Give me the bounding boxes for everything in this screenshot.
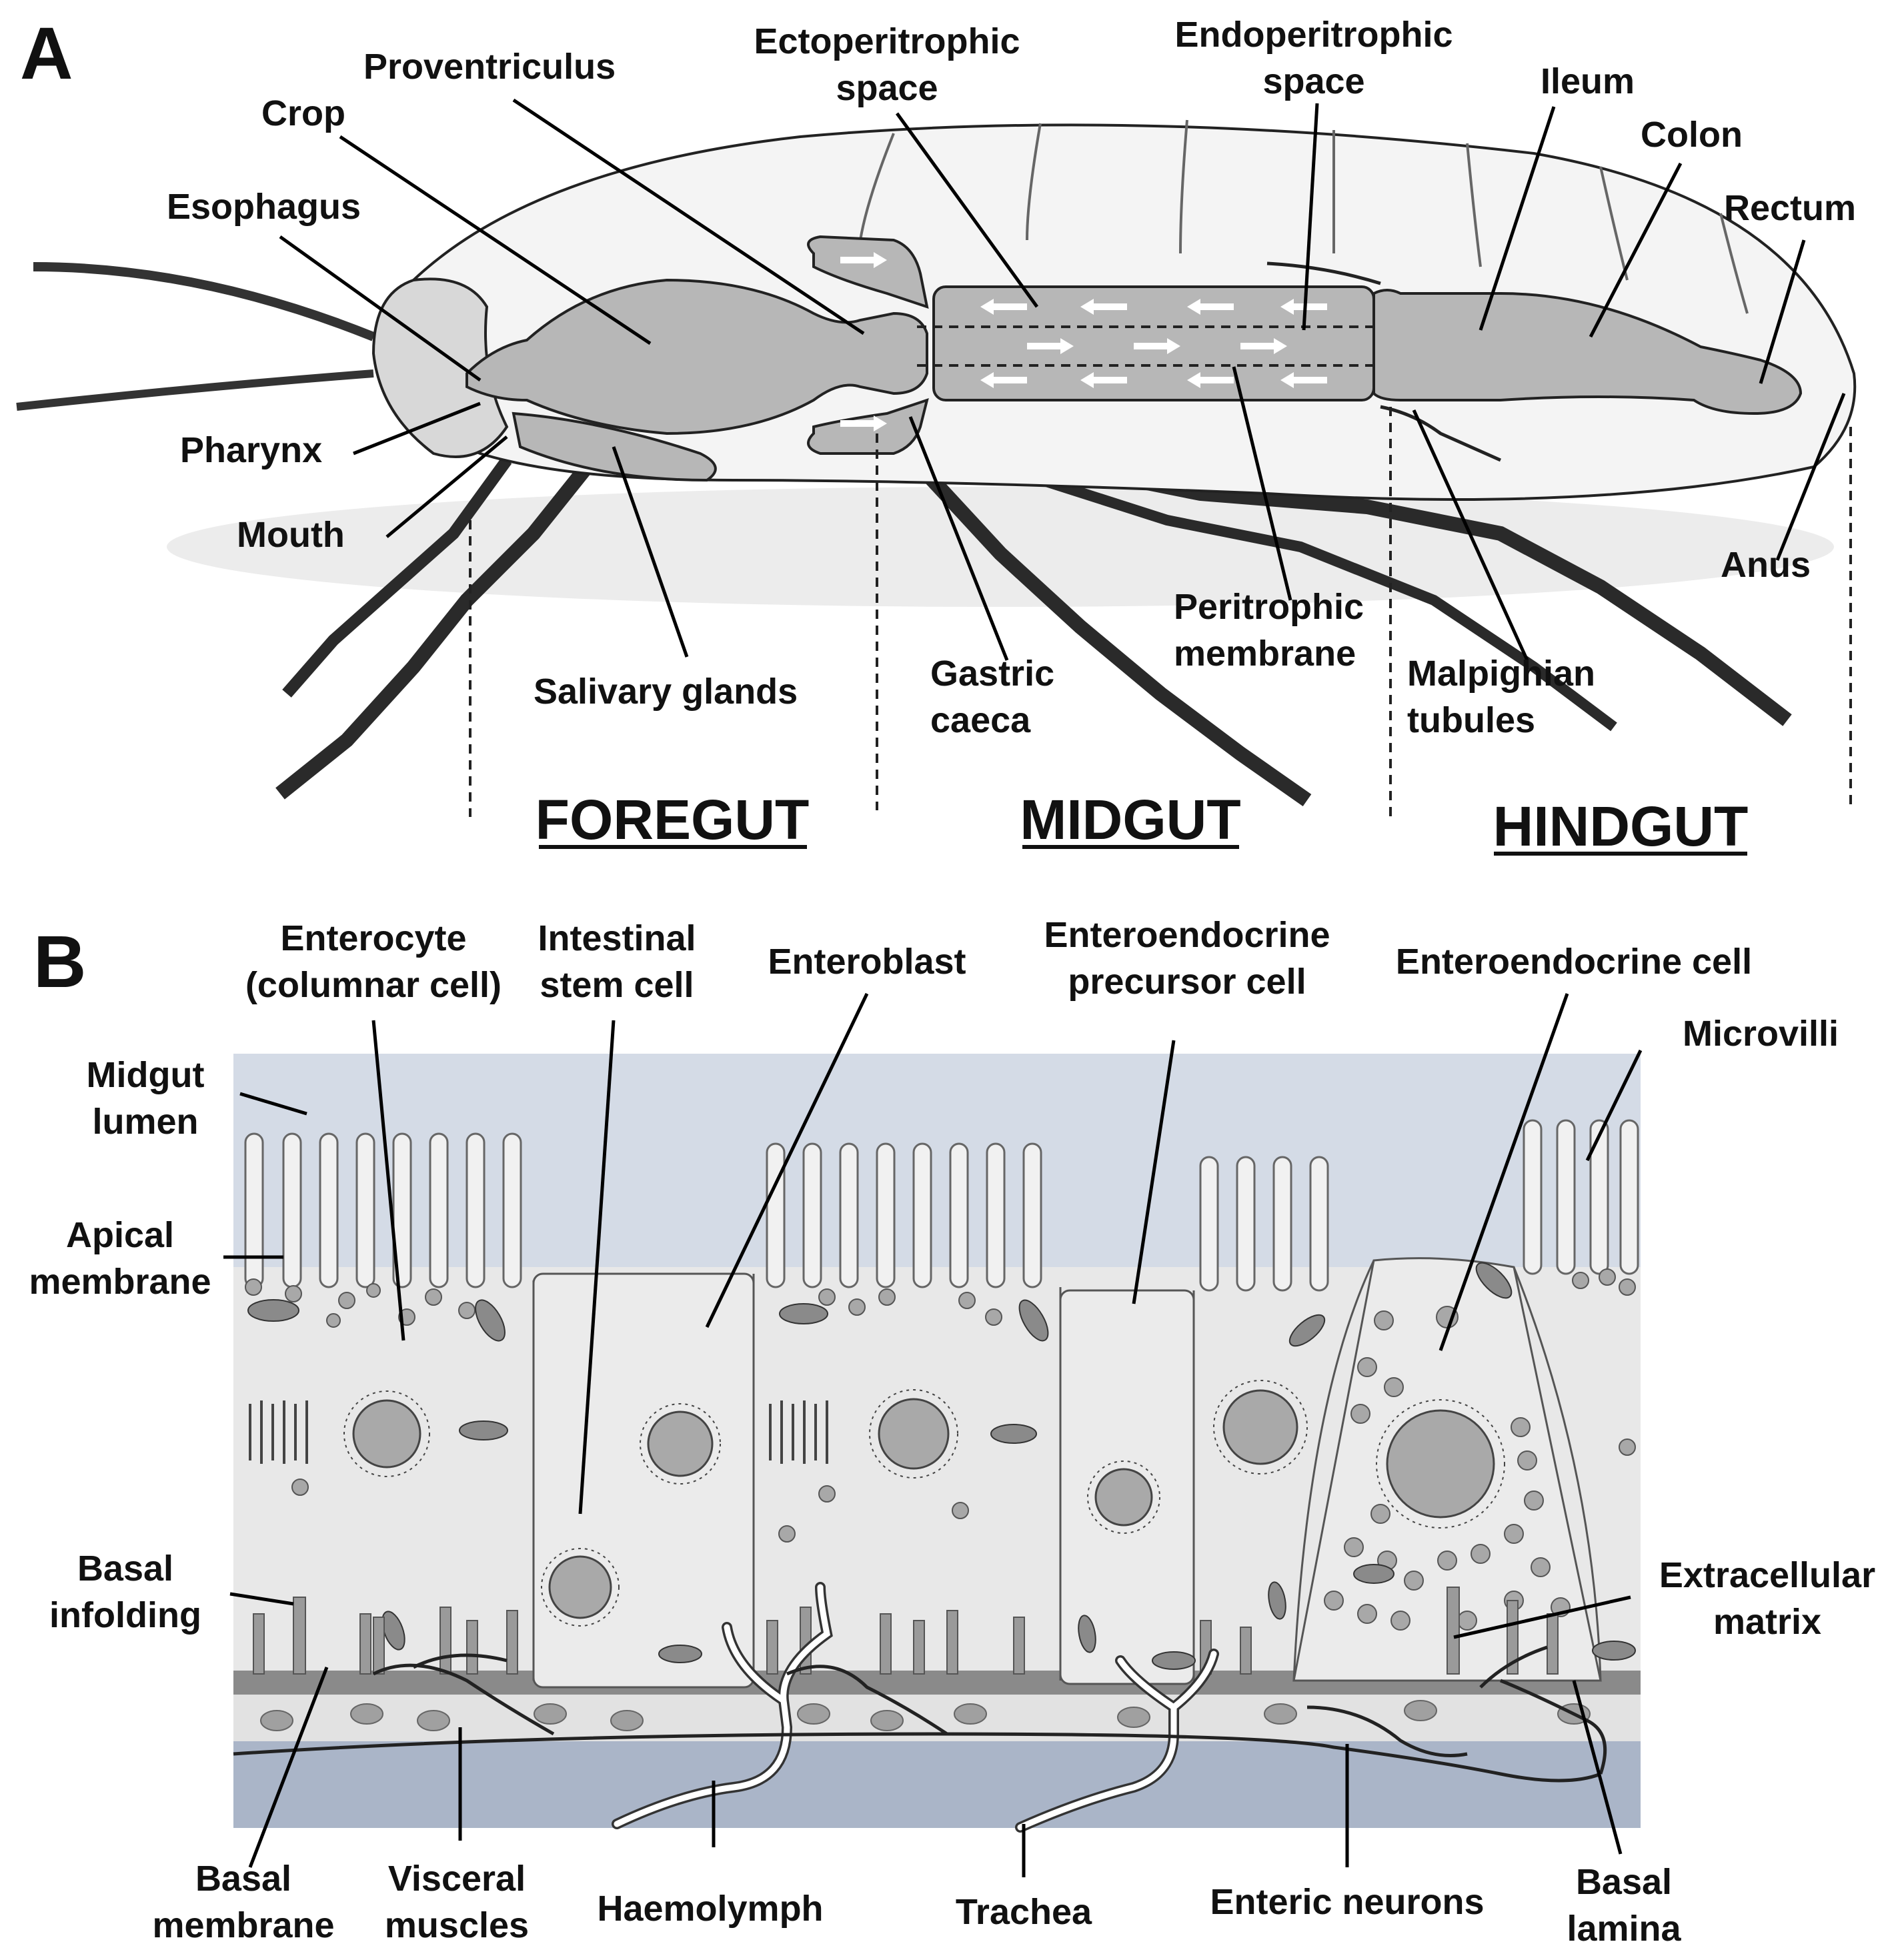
label-haemolymph: Haemolymph: [597, 1889, 823, 1929]
label-peritrophic-1: Peritrophic: [1174, 587, 1364, 627]
label-ileum: Ileum: [1541, 61, 1635, 101]
label-mouth: Mouth: [237, 515, 345, 555]
label-isc-1: Intestinal: [538, 918, 696, 958]
panel-a-labels: Proventriculus Crop Esophagus Pharynx Mo…: [167, 15, 1856, 740]
rough-er: [249, 1400, 828, 1464]
panel-a-leaders: [279, 98, 1846, 662]
label-eep-2: precursor cell: [1068, 962, 1306, 1002]
panel-a-letter: A: [20, 13, 73, 95]
label-rectum: Rectum: [1724, 188, 1856, 228]
label-eep-1: Enteroendocrine: [1044, 915, 1330, 955]
hindgut-tube: [1372, 289, 1803, 415]
trachea-tubes: [612, 1582, 1219, 1833]
flow-arrows: [840, 252, 1327, 431]
panel-b-leaders: [223, 992, 1643, 1877]
label-proventriculus: Proventriculus: [363, 47, 616, 87]
visceral-muscles: [260, 1700, 1591, 1731]
label-ecm-1: Extracellular: [1659, 1555, 1875, 1595]
panel-a: A: [16, 13, 1857, 858]
label-apical-1: Apical: [66, 1215, 174, 1255]
gastric-caecum-upper: [807, 235, 929, 309]
label-enterocyte-1: Enterocyte: [280, 918, 466, 958]
label-gastric-1: Gastric: [930, 654, 1054, 694]
label-crop: Crop: [261, 93, 345, 133]
label-visceral-2: muscles: [385, 1905, 529, 1945]
label-enteroblast: Enteroblast: [768, 942, 966, 982]
label-ecm-2: matrix: [1713, 1602, 1821, 1642]
label-basal-infold-2: infolding: [49, 1595, 201, 1635]
label-gastric-2: caeca: [930, 700, 1031, 740]
label-anus: Anus: [1721, 545, 1811, 585]
label-peritrophic-2: membrane: [1174, 634, 1356, 674]
label-microvilli: Microvilli: [1683, 1014, 1839, 1054]
label-malpighian-2: tubules: [1407, 700, 1535, 740]
label-apical-2: membrane: [29, 1262, 211, 1302]
label-enterocyte-2: (columnar cell): [245, 965, 502, 1005]
region-foregut: FOREGUT: [536, 788, 810, 851]
label-endoperitrophic-1: Endoperitrophic: [1175, 15, 1453, 55]
basal-infoldings: [253, 1587, 1559, 1675]
label-basal-membrane-2: membrane: [152, 1905, 334, 1945]
microvilli-group: [244, 1119, 1639, 1292]
region-hindgut: HINDGUT: [1493, 795, 1749, 858]
head-outline: [371, 277, 509, 458]
label-ectoperitrophic-2: space: [836, 68, 938, 108]
mitochondria: [247, 1262, 1636, 1670]
antenna-upper: [33, 262, 375, 341]
region-labels: FOREGUT MIDGUT HINDGUT: [536, 788, 1749, 858]
label-colon: Colon: [1641, 115, 1743, 155]
label-basal-membrane-1: Basal: [195, 1859, 291, 1899]
panel-b-letter: B: [33, 921, 86, 1003]
label-lumen-2: lumen: [92, 1102, 198, 1142]
malpighian-tubule-upper: [1266, 261, 1381, 285]
nuclei: [343, 1380, 1505, 1627]
antenna-lower: [16, 369, 374, 411]
label-basal-lamina-1: Basal: [1576, 1862, 1672, 1902]
haemolymph-area: [233, 1741, 1641, 1828]
panel-b: B: [29, 915, 1875, 1949]
label-ee-cell: Enteroendocrine cell: [1396, 942, 1752, 982]
enteric-neuron-fibers: [233, 1645, 1607, 1783]
label-basal-lamina-2: lamina: [1567, 1909, 1681, 1949]
panel-b-labels: Enterocyte (columnar cell) Intestinal st…: [29, 915, 1875, 1949]
label-esophagus: Esophagus: [167, 187, 361, 227]
label-isc-2: stem cell: [540, 965, 694, 1005]
region-midgut: MIDGUT: [1020, 788, 1240, 851]
label-visceral-1: Visceral: [388, 1859, 526, 1899]
label-pharynx: Pharynx: [180, 430, 322, 470]
label-enteric-neurons: Enteric neurons: [1210, 1882, 1484, 1922]
malpighian-tubule-shape: [1380, 405, 1502, 462]
label-salivary-glands: Salivary glands: [534, 672, 798, 712]
label-trachea: Trachea: [956, 1892, 1092, 1932]
segment-lines: [859, 119, 1749, 314]
label-endoperitrophic-2: space: [1262, 61, 1364, 101]
label-lumen-1: Midgut: [87, 1055, 205, 1095]
foregut-shape: [465, 278, 928, 435]
label-malpighian-1: Malpighian: [1407, 654, 1595, 694]
label-ectoperitrophic-1: Ectoperitrophic: [754, 21, 1020, 61]
legs: [275, 456, 1792, 807]
label-basal-infold-1: Basal: [77, 1549, 173, 1589]
